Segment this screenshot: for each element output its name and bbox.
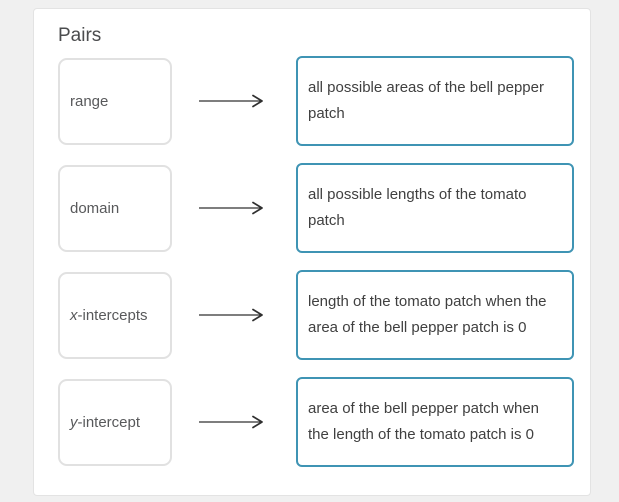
term-label: y-intercept	[70, 413, 141, 431]
term-label: domain	[70, 199, 120, 217]
arrow-zone	[172, 56, 296, 146]
pair-row: x-intercepts length of the tomato patch …	[58, 270, 574, 360]
term-box-y-intercept[interactable]: y-intercept	[58, 378, 172, 466]
answer-box-x-intercepts[interactable]: length of the tomato patch when the area…	[296, 270, 574, 360]
answer-text: area of the bell pepper patch when the l…	[308, 400, 539, 443]
arrow-zone	[172, 163, 296, 253]
answer-box-range[interactable]: all possible areas of the bell pepper pa…	[296, 56, 574, 146]
pair-row: range all possible areas of the bell pep…	[58, 56, 574, 146]
arrow-zone	[172, 270, 296, 360]
pairs-card: Pairs range all possible areas of the be…	[33, 8, 591, 496]
right-arrow-icon	[199, 94, 263, 108]
arrow-zone	[172, 377, 296, 467]
pair-row: y-intercept area of the bell pepper patc…	[58, 377, 574, 467]
right-arrow-icon	[199, 415, 263, 429]
answer-box-y-intercept[interactable]: area of the bell pepper patch when the l…	[296, 377, 574, 467]
term-box-x-intercepts[interactable]: x-intercepts	[58, 271, 172, 359]
card-title: Pairs	[58, 25, 102, 46]
right-arrow-icon	[199, 201, 263, 215]
answer-text: all possible areas of the bell pepper pa…	[308, 79, 544, 122]
answer-text: length of the tomato patch when the area…	[308, 293, 547, 336]
term-box-domain[interactable]: domain	[58, 164, 172, 252]
term-label: x-intercepts	[70, 306, 148, 324]
term-box-range[interactable]: range	[58, 57, 172, 145]
term-label: range	[70, 92, 109, 110]
pair-row: domain all possible lengths of the tomat…	[58, 163, 574, 253]
answer-box-domain[interactable]: all possible lengths of the tomato patch	[296, 163, 574, 253]
answer-text: all possible lengths of the tomato patch	[308, 186, 527, 229]
right-arrow-icon	[199, 308, 263, 322]
